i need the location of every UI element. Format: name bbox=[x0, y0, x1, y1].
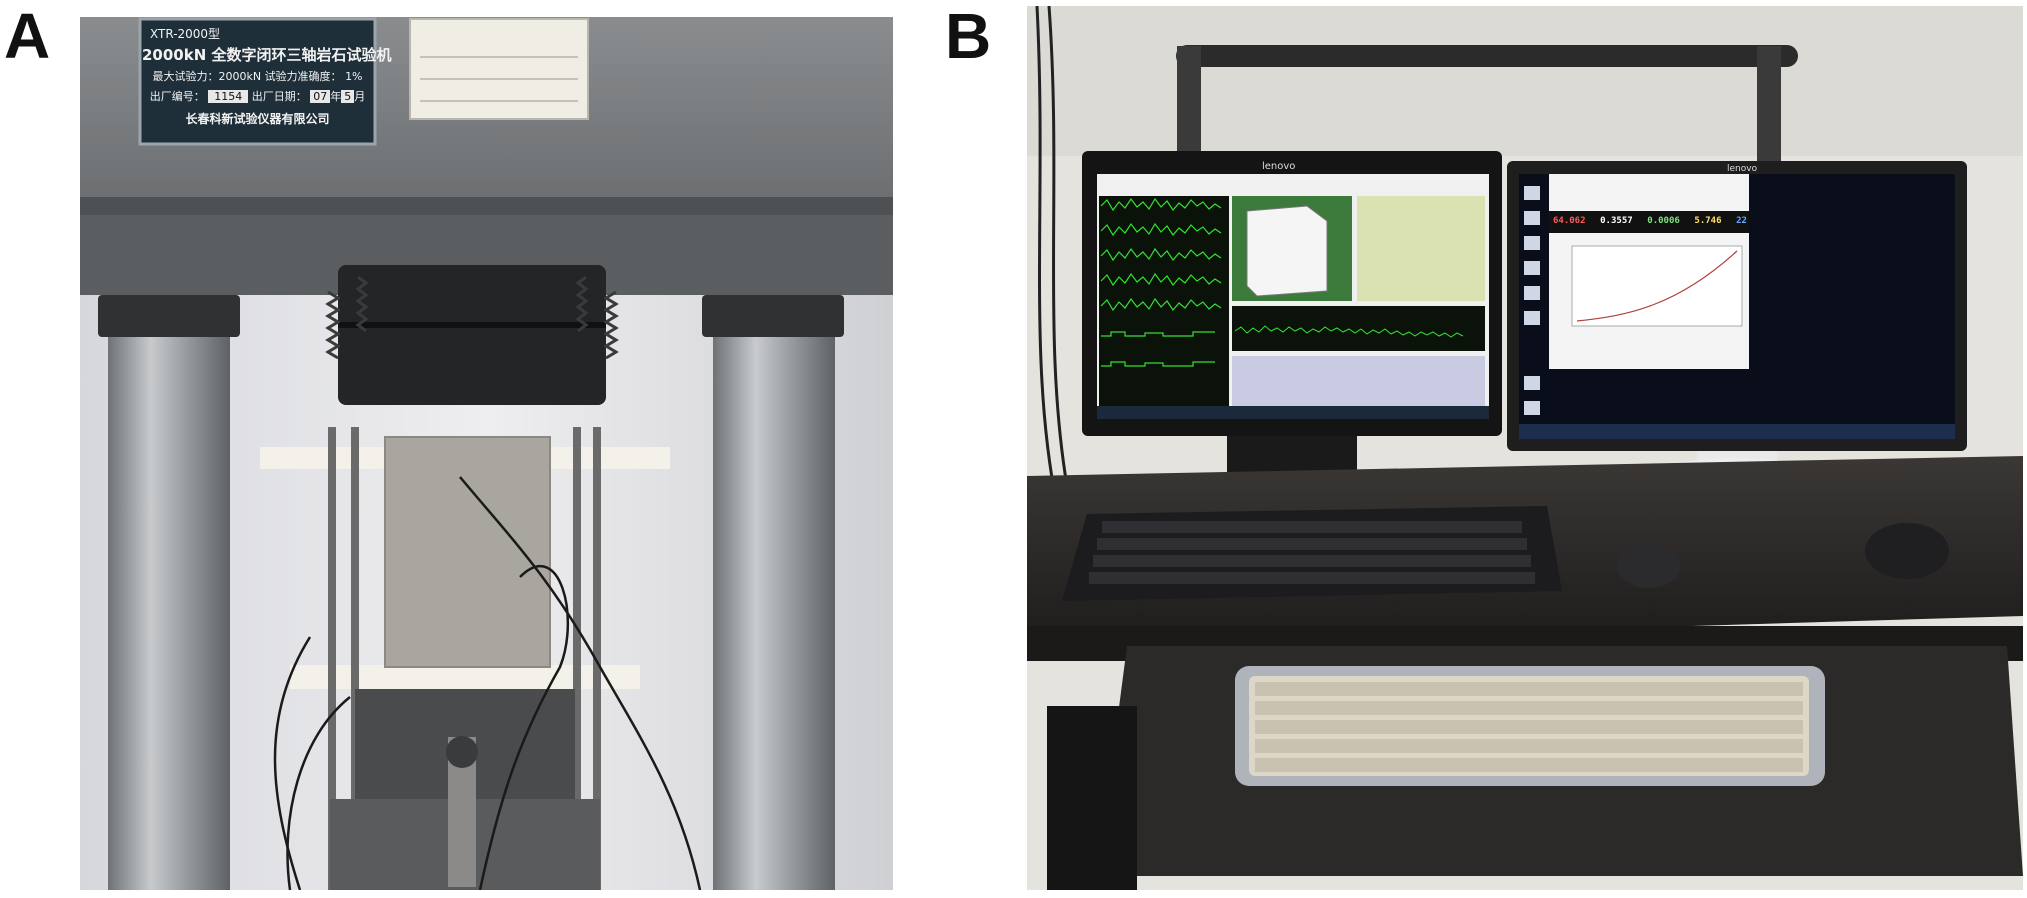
readout-1: 64.062 bbox=[1553, 216, 1586, 226]
nameplate-accuracy-label: 试验力准确度： bbox=[264, 70, 342, 83]
inspection-label bbox=[409, 18, 589, 120]
nameplate-date-year-suffix: 年 bbox=[330, 90, 342, 103]
nameplate: XTR-2000型 2000kN 全数字闭环三轴岩石试验机 最大试验力：2000… bbox=[142, 21, 392, 142]
nameplate-model: XTR-2000型 bbox=[150, 27, 221, 41]
photo-control-workstation: lenovo lenovo bbox=[1027, 6, 2023, 890]
workstation-illustration: lenovo lenovo bbox=[1027, 6, 2023, 890]
monitor-right-brand: lenovo bbox=[1727, 164, 1758, 174]
readout-2: 0.3557 bbox=[1600, 216, 1633, 226]
mouse-2 bbox=[1865, 523, 1949, 579]
nameplate-serial-value: 1154 bbox=[208, 90, 249, 103]
nameplate-date-label: 出厂日期： bbox=[251, 90, 307, 103]
testing-machine-illustration bbox=[80, 17, 893, 890]
nameplate-date-year: 07 bbox=[310, 90, 331, 103]
nameplate-max-force: 最大试验力：2000kN bbox=[152, 70, 262, 83]
readout-3: 0.0006 bbox=[1647, 216, 1680, 226]
nameplate-serial-label: 出厂编号： bbox=[149, 90, 205, 103]
readout-5: 22 bbox=[1736, 216, 1747, 226]
readout-4: 5.746 bbox=[1694, 216, 1722, 226]
mouse-1 bbox=[1617, 544, 1681, 588]
readout-bar: 64.062 0.3557 0.0006 5.746 22 bbox=[1550, 216, 1750, 232]
nameplate-manufacturer: 长春科新试验仪器有限公司 bbox=[185, 112, 330, 126]
panel-label-b: B bbox=[945, 0, 992, 72]
nameplate-date-month: 5 bbox=[341, 90, 355, 103]
keyboard-black bbox=[1062, 506, 1562, 601]
nameplate-date-month-suffix: 月 bbox=[354, 90, 366, 103]
panel-label-a: A bbox=[4, 0, 51, 72]
nameplate-background bbox=[138, 17, 377, 146]
nameplate-accuracy-value: 1% bbox=[345, 70, 363, 83]
photo-rock-testing-machine: XTR-2000型 2000kN 全数字闭环三轴岩石试验机 最大试验力：2000… bbox=[80, 17, 893, 890]
monitor-left-brand: lenovo bbox=[1262, 161, 1295, 172]
nameplate-title: 2000kN 全数字闭环三轴岩石试验机 bbox=[142, 46, 392, 64]
